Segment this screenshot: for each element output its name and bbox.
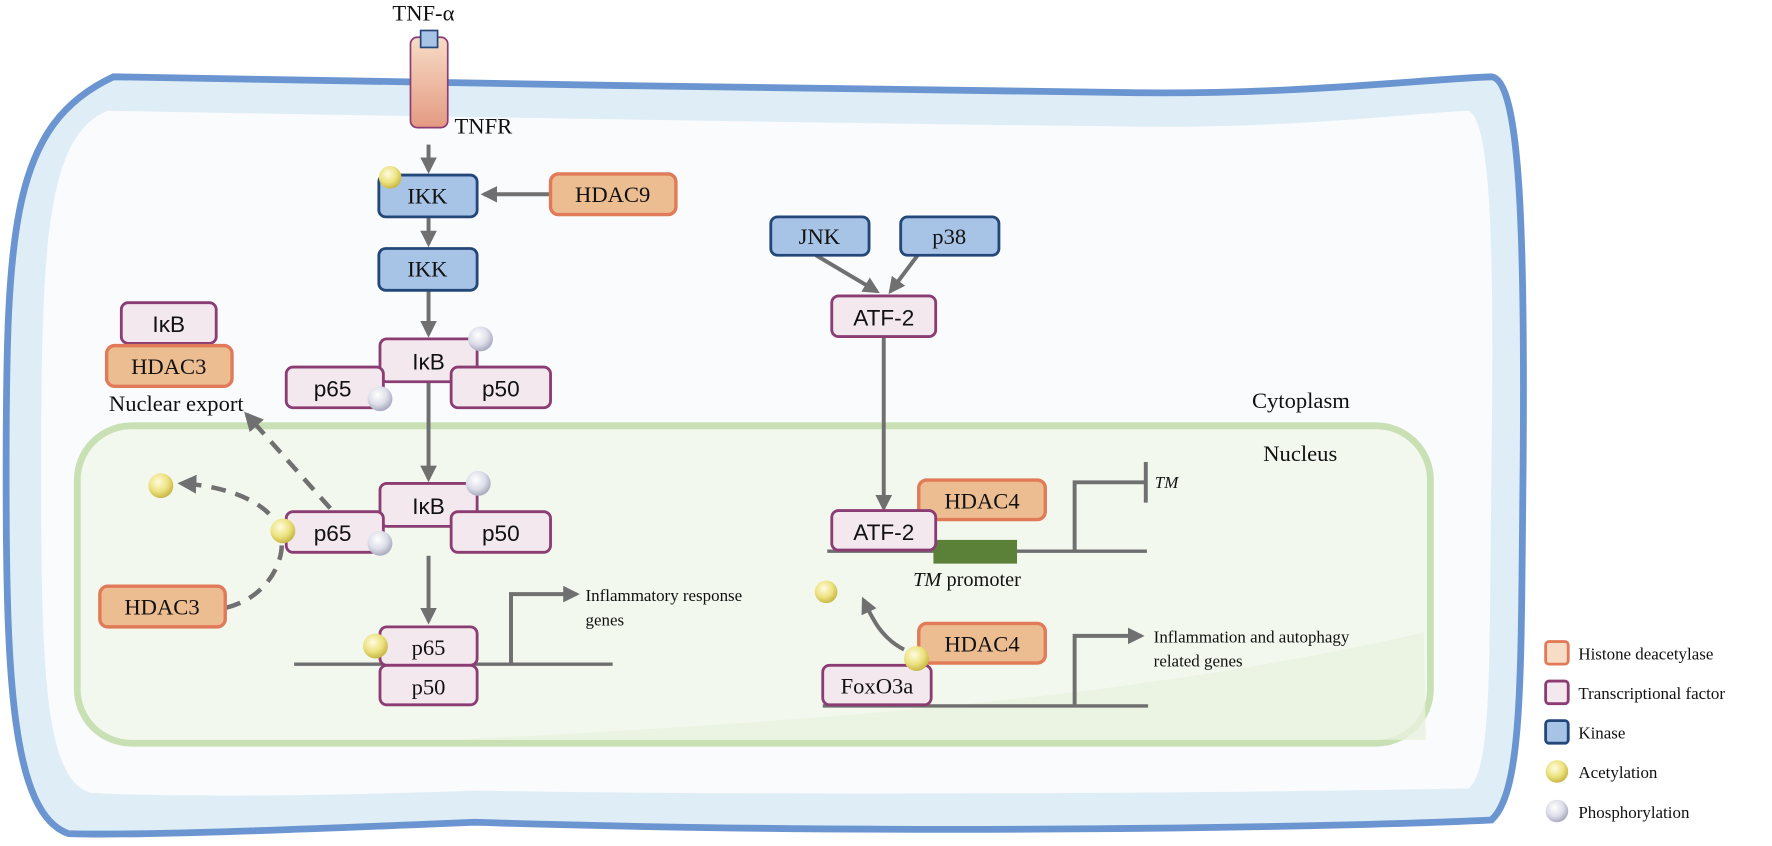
released-acetyl-group	[814, 580, 838, 604]
inflammatory-genes-label: Inflammatory response	[586, 586, 743, 605]
dna-bound-nfkb: p65 p50	[363, 625, 479, 707]
phosphorylation-mark	[468, 326, 493, 352]
svg-text:HDAC4: HDAC4	[944, 632, 1019, 657]
tm-promoter-box	[933, 539, 1018, 564]
dna-elements	[294, 461, 1149, 708]
svg-text:IKK: IKK	[407, 257, 448, 282]
tss-autophagy	[1072, 627, 1145, 706]
svg-text:HDAC4: HDAC4	[944, 488, 1019, 513]
nuclear-export-label: Nuclear export	[109, 391, 245, 416]
nucleus-label: Nucleus	[1263, 441, 1337, 466]
arrow-p38-atf2	[888, 254, 920, 295]
tnf-alpha-ligand	[419, 29, 439, 49]
tnf-alpha-label: TNF-α	[392, 0, 454, 25]
released-acetyl-group	[148, 473, 174, 499]
svg-text:FoxO3a: FoxO3a	[841, 674, 914, 699]
svg-text:genes: genes	[586, 611, 625, 630]
hdac9-node: HDAC9	[548, 172, 678, 217]
svg-text:p50: p50	[482, 521, 520, 546]
p38-node: p38	[899, 215, 1001, 257]
cytoplasmic-nfkb-complex: IκB p65 p50	[284, 326, 552, 412]
svg-text:Transcriptional factor: Transcriptional factor	[1578, 684, 1725, 703]
legend: Histone deacetylase Transcriptional fact…	[1544, 640, 1725, 823]
nodes: IKK HDAC9 IKK IκB HDAC3 Nuclear export I…	[98, 166, 1350, 707]
svg-text:Kinase: Kinase	[1578, 724, 1625, 743]
svg-text:ATF-2: ATF-2	[853, 520, 914, 545]
svg-text:HDAC3: HDAC3	[124, 594, 199, 619]
phosphorylation-mark	[465, 471, 491, 496]
svg-text:IκB: IκB	[412, 349, 445, 374]
svg-text:HDAC3: HDAC3	[131, 354, 206, 379]
acetylation-mark	[904, 646, 929, 671]
tnf-receptor: TNF-α TNFR	[392, 0, 513, 138]
legend-item-acetylation: Acetylation	[1545, 760, 1658, 783]
svg-text:JNK: JNK	[799, 224, 841, 249]
legend-item-histone-deacetylase: Histone deacetylase	[1544, 640, 1713, 666]
svg-text:p38: p38	[932, 224, 966, 249]
nucleus: Nucleus	[73, 422, 1434, 747]
svg-text:p65: p65	[314, 376, 352, 401]
ikk-node: IKK	[377, 247, 479, 292]
legend-item-kinase: Kinase	[1544, 719, 1625, 745]
svg-text:ATF-2: ATF-2	[853, 305, 914, 330]
arrow-foxo3a-deacetylation	[861, 596, 905, 652]
pathway-arrows	[177, 144, 920, 652]
tss-inflammatory	[509, 585, 580, 665]
svg-text:p65: p65	[314, 521, 352, 546]
hdac4-foxo3a-complex: HDAC4 FoxO3a	[821, 621, 1047, 707]
svg-text:Histone deacetylase: Histone deacetylase	[1578, 645, 1713, 664]
svg-text:IκB: IκB	[152, 312, 185, 337]
phosphorylation-mark	[367, 386, 393, 412]
jnk-node: JNK	[769, 215, 871, 257]
svg-text:HDAC9: HDAC9	[575, 182, 650, 207]
exported-ikb-hdac3-complex: IκB HDAC3 Nuclear export	[104, 301, 245, 416]
hdac4-atf2-complex: HDAC4 ATF-2	[830, 478, 1047, 552]
hdac3-nuclear-node: HDAC3	[98, 584, 227, 629]
arrow-nuclear-export	[244, 411, 332, 510]
tm-promoter-label: TM promoter	[913, 569, 1021, 591]
tm-gene-label: TM	[1155, 473, 1179, 492]
nuclear-nfkb-complex: IκB p65 p50	[270, 471, 552, 556]
tnfr-label: TNFR	[455, 113, 514, 138]
svg-text:p50: p50	[482, 376, 520, 401]
arrow-jnk-atf2	[814, 253, 880, 294]
acetylation-mark	[270, 518, 296, 544]
cytoplasm-label: Cytoplasm	[1252, 388, 1350, 413]
svg-text:related genes: related genes	[1154, 651, 1243, 670]
ikk-phosphorylated-node: IKK	[377, 166, 479, 219]
svg-text:p50: p50	[412, 675, 446, 700]
svg-text:Acetylation: Acetylation	[1578, 763, 1658, 782]
acetylation-mark	[363, 633, 388, 659]
svg-text:IκB: IκB	[412, 494, 445, 519]
phosphorylation-mark	[367, 530, 393, 556]
svg-text:IKK: IKK	[407, 183, 448, 208]
tss-tm-repressed	[1072, 480, 1146, 552]
autophagy-genes-label: Inflammation and autophagy	[1154, 628, 1350, 647]
acetylation-mark	[378, 166, 402, 189]
svg-text:Phosphorylation: Phosphorylation	[1578, 803, 1690, 822]
legend-item-phosphorylation: Phosphorylation	[1545, 799, 1690, 823]
tnfr-body	[409, 36, 449, 129]
atf2-cytoplasmic-node: ATF-2	[830, 294, 938, 339]
legend-item-transcriptional-factor: Transcriptional factor	[1544, 679, 1725, 706]
svg-text:p65: p65	[412, 635, 446, 660]
